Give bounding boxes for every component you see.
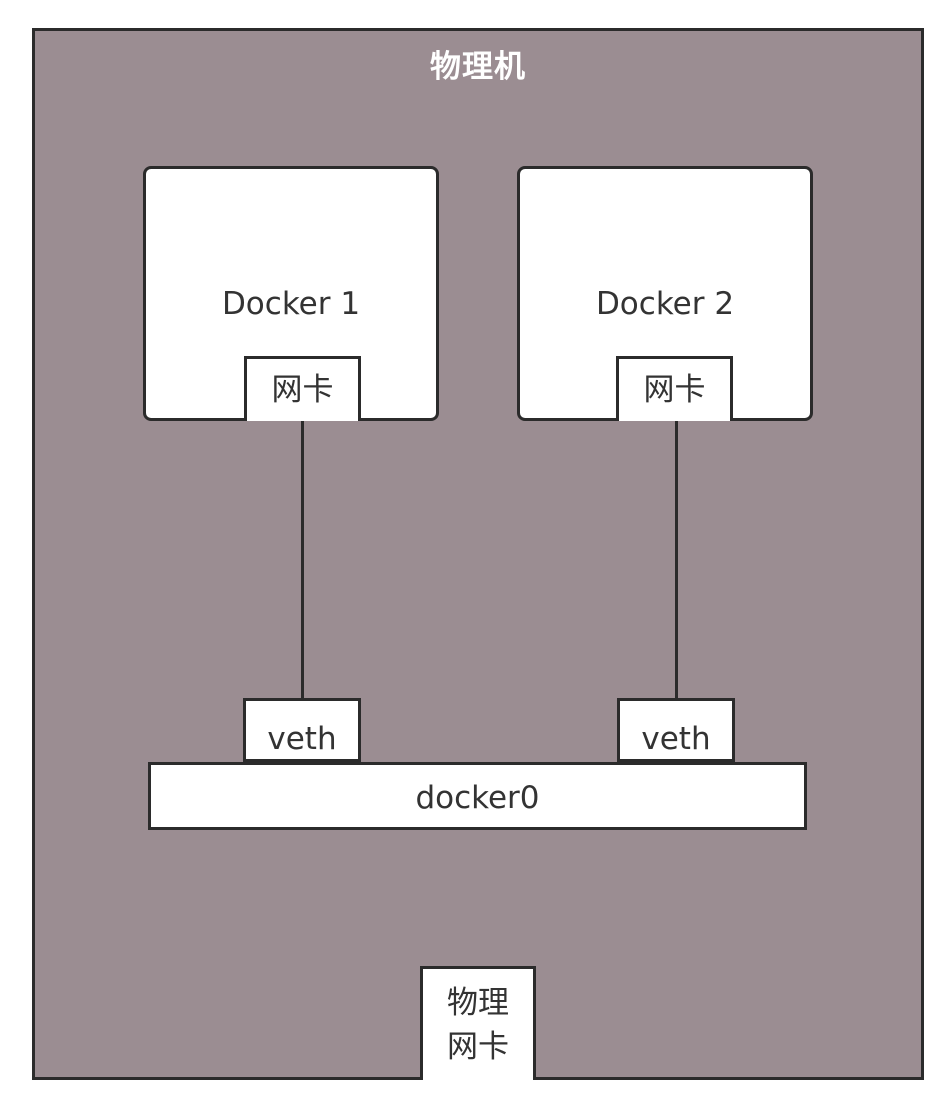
docker0-bridge: docker0 bbox=[148, 762, 807, 830]
docker-container-2: Docker 2 网卡 bbox=[517, 166, 813, 421]
veth-2: veth bbox=[617, 698, 735, 762]
container-label: Docker 2 bbox=[595, 286, 735, 322]
physical-nic-line2: 网卡 bbox=[447, 1029, 509, 1065]
docker-container-1: Docker 1 网卡 bbox=[143, 166, 439, 421]
container-nic: 网卡 bbox=[616, 356, 733, 421]
container-label: Docker 1 bbox=[221, 286, 361, 322]
physical-nic-line1: 物理 bbox=[447, 985, 509, 1021]
veth-link-1 bbox=[301, 421, 304, 701]
veth-1: veth bbox=[243, 698, 361, 762]
physical-nic: 物理 网卡 bbox=[420, 966, 536, 1080]
physical-host: 物理机 Docker 1 网卡 Docker 2 网卡 veth veth do… bbox=[32, 28, 924, 1080]
container-nic: 网卡 bbox=[244, 356, 361, 421]
veth-link-2 bbox=[675, 421, 678, 701]
host-title: 物理机 bbox=[430, 49, 526, 85]
